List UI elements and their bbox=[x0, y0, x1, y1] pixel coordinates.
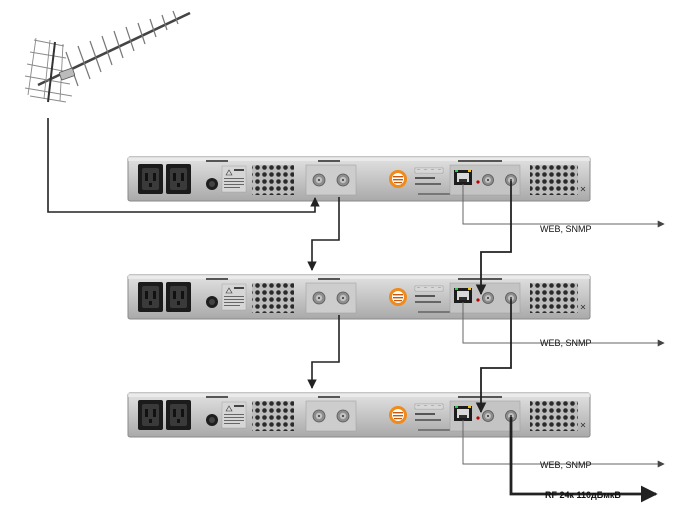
management-line-3 bbox=[462, 420, 665, 468]
management-label-3: WEB, SNMP bbox=[540, 460, 592, 470]
management-label-2: WEB, SNMP bbox=[540, 338, 592, 348]
rf-chain-line-2 bbox=[475, 299, 512, 414]
rack-unit-2 bbox=[127, 274, 591, 320]
loop-through-line-1 bbox=[307, 197, 340, 271]
loop-through-line-2 bbox=[307, 315, 340, 389]
management-line-1 bbox=[462, 184, 665, 228]
rf-output-line bbox=[509, 417, 658, 503]
rack-unit-1 bbox=[127, 156, 591, 202]
yagi-antenna-icon bbox=[24, 10, 191, 103]
antenna-feed-line bbox=[47, 118, 320, 213]
rack-unit-3 bbox=[127, 392, 591, 438]
rf-chain-line-1 bbox=[475, 181, 512, 296]
management-label-1: WEB, SNMP bbox=[540, 224, 592, 234]
management-line-2 bbox=[462, 302, 665, 347]
rf-output-label: RF 24к 110дБмкВ bbox=[545, 490, 621, 500]
